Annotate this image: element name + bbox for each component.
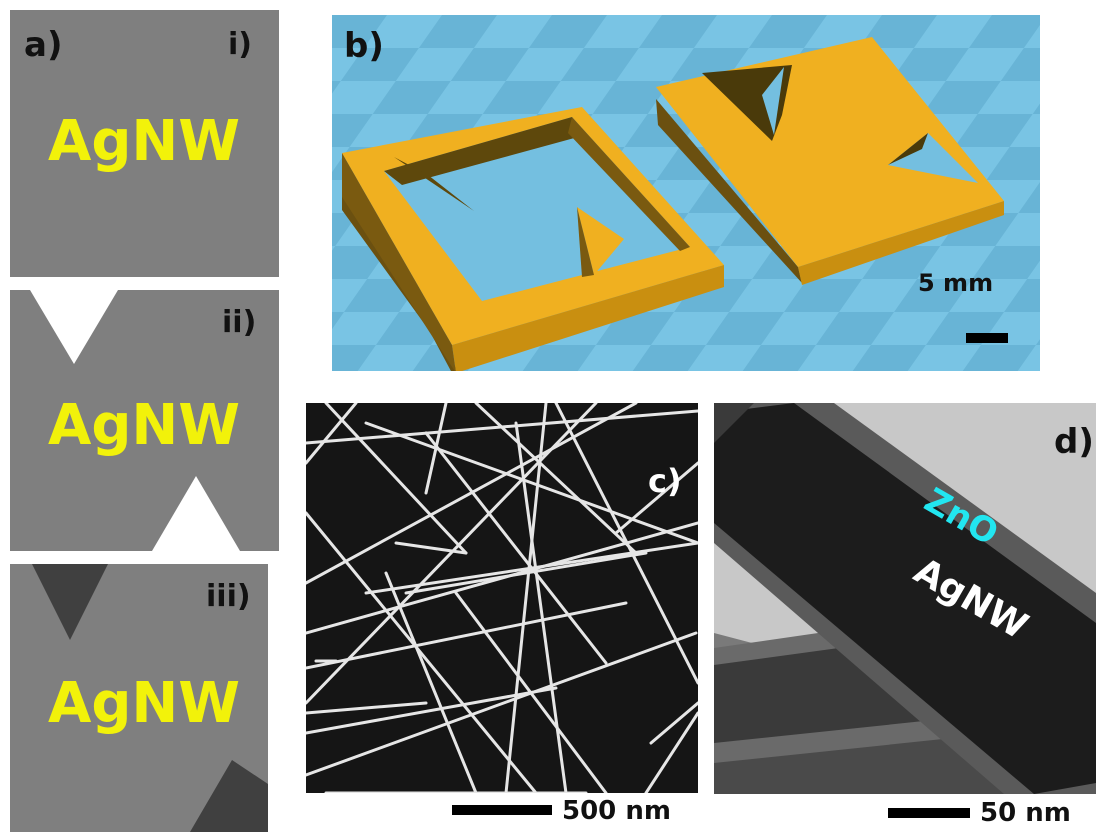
panel-a-iii: iii) AgNW (10, 564, 268, 832)
agnw-label-ii: AgNW (48, 393, 241, 458)
agnw-label-iii: AgNW (48, 671, 241, 736)
subpanel-ii-label: ii) (222, 305, 257, 340)
panel-d: d) ZnO AgNW (714, 403, 1096, 794)
subpanel-iii-label: iii) (206, 579, 251, 614)
render-3d-masks (332, 15, 1040, 371)
panel-a-ii: ii) AgNW (10, 290, 279, 551)
scale-bar-d (888, 808, 970, 818)
panel-a-label: a) (24, 25, 63, 65)
triangle-bottom-ii (152, 476, 240, 551)
scale-bar-c (452, 805, 552, 815)
panel-b-label: b) (344, 26, 384, 66)
tem-image (714, 403, 1096, 794)
closed-mask (656, 37, 1004, 285)
agnw-label-i: AgNW (48, 109, 241, 174)
subpanel-i-label: i) (228, 27, 252, 62)
panel-a-i: a) i) AgNW (10, 10, 279, 277)
scale-label-c: 500 nm (562, 796, 671, 826)
scale-label-d: 50 nm (980, 798, 1071, 828)
panel-b: b) 5 mm (332, 15, 1040, 371)
mask-triangles-ii (30, 290, 240, 551)
triangle-top-ii (30, 290, 118, 364)
sem-nanowires (306, 403, 698, 793)
panel-c-label: c) (648, 462, 682, 500)
scale-bar-b (966, 333, 1008, 343)
panel-c: c) (306, 403, 698, 793)
open-frame-mask (342, 107, 724, 371)
triangle-bottom-iii (190, 760, 268, 832)
scale-label-b: 5 mm (918, 269, 994, 297)
triangle-top-iii (32, 564, 108, 640)
mask-triangles-iii (32, 564, 268, 832)
panel-d-label: d) (1054, 422, 1094, 462)
